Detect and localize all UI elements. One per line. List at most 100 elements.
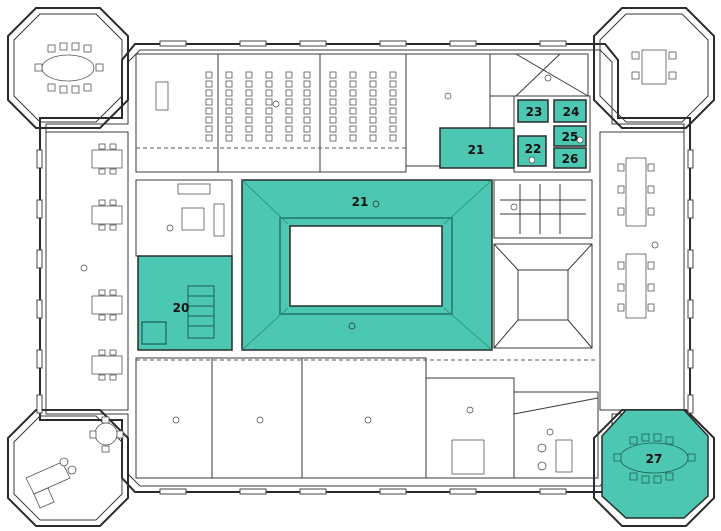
seat [285, 89, 293, 97]
room-21-office-label: 21 [468, 143, 485, 157]
window [299, 488, 327, 495]
seat [205, 116, 213, 124]
seat [329, 107, 337, 115]
window [687, 199, 694, 219]
seat [265, 80, 273, 88]
seat [389, 71, 397, 79]
seat [285, 116, 293, 124]
seat [205, 125, 213, 133]
seat [369, 80, 377, 88]
seat [225, 80, 233, 88]
window [687, 149, 694, 169]
seat [245, 71, 253, 79]
seat [349, 134, 357, 142]
room-7-area [135, 179, 233, 257]
seat [369, 71, 377, 79]
window [299, 40, 327, 47]
window [449, 40, 477, 47]
seat [329, 125, 337, 133]
seat [303, 71, 311, 79]
seat [303, 134, 311, 142]
window [539, 40, 567, 47]
window [379, 40, 407, 47]
room-27-label: 27 [646, 452, 663, 466]
seat [389, 116, 397, 124]
seat [265, 71, 273, 79]
seat [329, 134, 337, 142]
seat [349, 71, 357, 79]
window [159, 488, 187, 495]
seat [329, 98, 337, 106]
room-23-label: 23 [526, 105, 543, 119]
seat [329, 89, 337, 97]
wet-rooms [513, 95, 591, 173]
seat [329, 71, 337, 79]
seat [205, 107, 213, 115]
window [36, 394, 43, 414]
window [36, 349, 43, 369]
seat [349, 98, 357, 106]
courtyard-area [241, 179, 493, 351]
seat [245, 98, 253, 106]
seat [329, 80, 337, 88]
stair-east [493, 179, 593, 349]
window [687, 394, 694, 414]
seat [369, 116, 377, 124]
seat [225, 134, 233, 142]
window [239, 40, 267, 47]
seat [329, 116, 337, 124]
seat [389, 89, 397, 97]
seat [349, 107, 357, 115]
seat [369, 134, 377, 142]
seat [285, 98, 293, 106]
seat [303, 116, 311, 124]
west-wing [45, 131, 129, 411]
seat [285, 71, 293, 79]
seat [245, 116, 253, 124]
window [687, 299, 694, 319]
seat [225, 107, 233, 115]
window [36, 299, 43, 319]
seat [285, 80, 293, 88]
seat [225, 125, 233, 133]
east-wing [599, 131, 685, 411]
window [36, 249, 43, 269]
window [687, 349, 694, 369]
corner-tower-nw [7, 7, 129, 129]
seat [265, 125, 273, 133]
window [687, 249, 694, 269]
window [539, 488, 567, 495]
seat [205, 71, 213, 79]
seat [303, 125, 311, 133]
seat [389, 107, 397, 115]
room-20-label: 20 [173, 301, 190, 315]
seat [389, 134, 397, 142]
room-25-label: 25 [562, 130, 579, 144]
seat [265, 107, 273, 115]
seat [389, 125, 397, 133]
seat [245, 107, 253, 115]
seat [369, 107, 377, 115]
windows [36, 40, 694, 495]
seat [265, 89, 273, 97]
window [379, 488, 407, 495]
seat [265, 134, 273, 142]
room-22-label: 22 [525, 142, 542, 156]
seat [205, 134, 213, 142]
corner-tower-ne [593, 7, 715, 129]
seat [389, 80, 397, 88]
seat [245, 125, 253, 133]
seat [225, 71, 233, 79]
room-24-label: 24 [563, 105, 580, 119]
window [159, 40, 187, 47]
seat [389, 98, 397, 106]
seat [205, 80, 213, 88]
seat [285, 125, 293, 133]
room-27-area [593, 409, 715, 527]
seat [285, 134, 293, 142]
window [239, 488, 267, 495]
seat [285, 107, 293, 115]
seat [349, 125, 357, 133]
seat [369, 89, 377, 97]
seat [303, 89, 311, 97]
